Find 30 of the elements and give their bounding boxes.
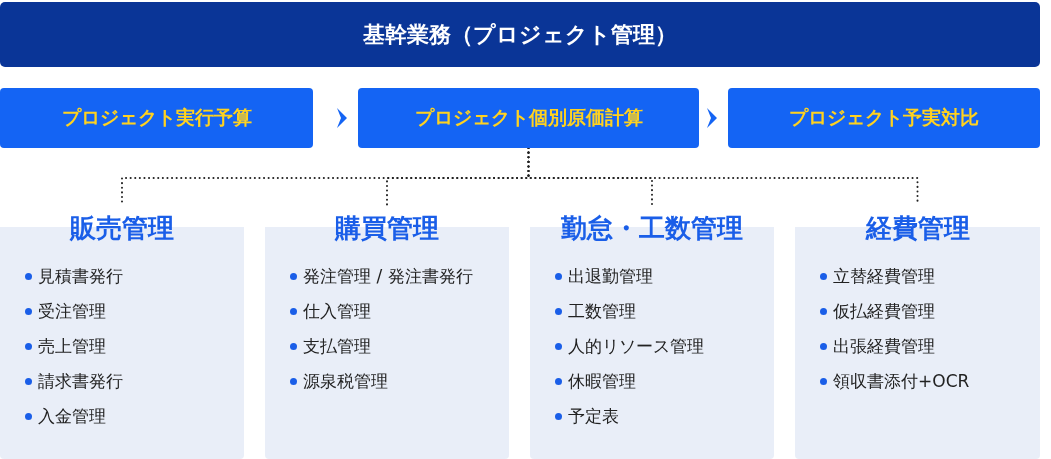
category-heading: 勤怠・工数管理 xyxy=(560,213,744,243)
banner-title: 基幹業務（プロジェクト管理） xyxy=(363,20,677,49)
list-item: 領収書添付+OCR xyxy=(833,370,970,392)
list-item: 源泉税管理 xyxy=(303,370,388,392)
title-banner xyxy=(0,2,1040,67)
list-item: 立替経費管理 xyxy=(833,265,935,287)
list-item: 出退勤管理 xyxy=(568,265,653,287)
list-item: 休暇管理 xyxy=(568,370,636,392)
list-item: 請求書発行 xyxy=(38,370,123,392)
process-box xyxy=(0,88,313,148)
category-heading: 経費管理 xyxy=(864,213,971,243)
list-item: 仮払経費管理 xyxy=(833,300,935,322)
box-label: プロジェクト予実対比 xyxy=(789,105,979,130)
box-label: プロジェクト個別原価計算 xyxy=(414,105,643,130)
list-item: 出張経費管理 xyxy=(833,335,935,357)
category-heading: 購買管理 xyxy=(333,213,440,243)
box-label: プロジェクト実行予算 xyxy=(61,105,252,130)
list-item: 発注管理 / 発注書発行 xyxy=(303,265,473,287)
list-item: 工数管理 xyxy=(568,300,636,322)
process-box xyxy=(358,88,699,148)
list-item: 仕入管理 xyxy=(303,300,371,322)
list-item: 人的リソース管理 xyxy=(568,335,704,357)
list-item: 受注管理 xyxy=(38,300,106,322)
list-item: 見積書発行 xyxy=(38,265,123,287)
list-item: 入金管理 xyxy=(38,405,106,427)
category-heading: 販売管理 xyxy=(68,213,175,243)
list-item: 予定表 xyxy=(568,405,619,427)
list-item: 支払管理 xyxy=(303,335,371,357)
process-box xyxy=(728,88,1040,148)
list-item: 売上管理 xyxy=(38,335,106,357)
